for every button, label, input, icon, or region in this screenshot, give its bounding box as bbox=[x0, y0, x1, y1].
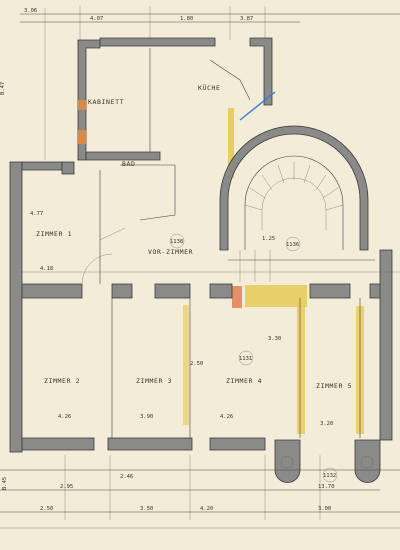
room-label-bad: BAD bbox=[122, 160, 136, 168]
marker-circle-3 bbox=[238, 350, 254, 366]
room-label-vorzimmer: VOR-ZIMMER bbox=[148, 248, 193, 256]
dim-bot-b: 4.26 bbox=[220, 414, 233, 420]
marker-circle-2-label: 1136 bbox=[286, 242, 299, 248]
room-label-zimmer5: ZIMMER 5 bbox=[316, 382, 352, 390]
dim-mid-g: 1.25 bbox=[262, 236, 275, 242]
room-label-kabinett: KABINETT bbox=[88, 98, 124, 106]
dim-bot-e: 2.50 bbox=[40, 506, 53, 512]
marker-circle-1 bbox=[169, 233, 185, 249]
markers: B.47 B.45 1138 1136 1131 1132 bbox=[0, 82, 338, 490]
dim-mid-i: 3.50 bbox=[140, 506, 153, 512]
room-label-zimmer3: ZIMMER 3 bbox=[136, 377, 172, 385]
marker-left-top: B.47 bbox=[0, 82, 6, 95]
dim-mid-d: 2.46 bbox=[120, 474, 133, 480]
main-walls bbox=[9, 161, 393, 453]
bottom-dimension-lines bbox=[0, 271, 400, 529]
dim-top-b: 1.80 bbox=[180, 16, 193, 22]
room-label-zimmer4: ZIMMER 4 bbox=[226, 377, 262, 385]
dim-bot-g: 13.70 bbox=[318, 484, 335, 490]
upper-wing-walls bbox=[77, 37, 273, 161]
room-label-zimmer1: ZIMMER 1 bbox=[36, 230, 72, 238]
dim-top-left: 3.06 bbox=[24, 8, 37, 14]
dim-mid-f: 2.50 bbox=[190, 361, 203, 367]
bay-windows bbox=[274, 439, 381, 483]
dim-bot-d: 3.00 bbox=[318, 506, 331, 512]
dim-mid-h: 3.30 bbox=[268, 336, 281, 342]
dim-mid-b: 4.18 bbox=[40, 266, 53, 272]
dim-top-a: 4.07 bbox=[90, 16, 103, 22]
marker-circle-4 bbox=[322, 467, 338, 483]
room-label-zimmer2: ZIMMER 2 bbox=[44, 377, 80, 385]
dim-mid-c: 4.26 bbox=[58, 414, 71, 420]
marker-circle-2 bbox=[285, 236, 301, 252]
marker-left-bottom: B.45 bbox=[2, 477, 8, 490]
marker-circle-4-label: 1132 bbox=[323, 473, 336, 479]
room-labels: KABINETT KÜCHE BAD ZIMMER 1 VOR-ZIMMER Z… bbox=[36, 83, 352, 390]
marker-circle-1-label: 1138 bbox=[170, 239, 183, 245]
top-dimension-lines bbox=[20, 6, 400, 160]
dimension-labels: 3.06 4.07 1.80 3.87 4.77 4.18 4.26 3.90 … bbox=[24, 8, 335, 512]
dim-top-c: 3.87 bbox=[240, 16, 253, 22]
staircase bbox=[219, 125, 375, 282]
dim-mid-a: 4.77 bbox=[30, 211, 43, 217]
dim-bot-a: 3.90 bbox=[140, 414, 153, 420]
dim-bot-f: 2.95 bbox=[60, 484, 73, 490]
room-label-kueche: KÜCHE bbox=[198, 83, 221, 92]
marker-circle-3-label: 1131 bbox=[239, 356, 252, 362]
dim-mid-e: 4.20 bbox=[200, 506, 213, 512]
dim-bot-c: 3.20 bbox=[320, 421, 333, 427]
